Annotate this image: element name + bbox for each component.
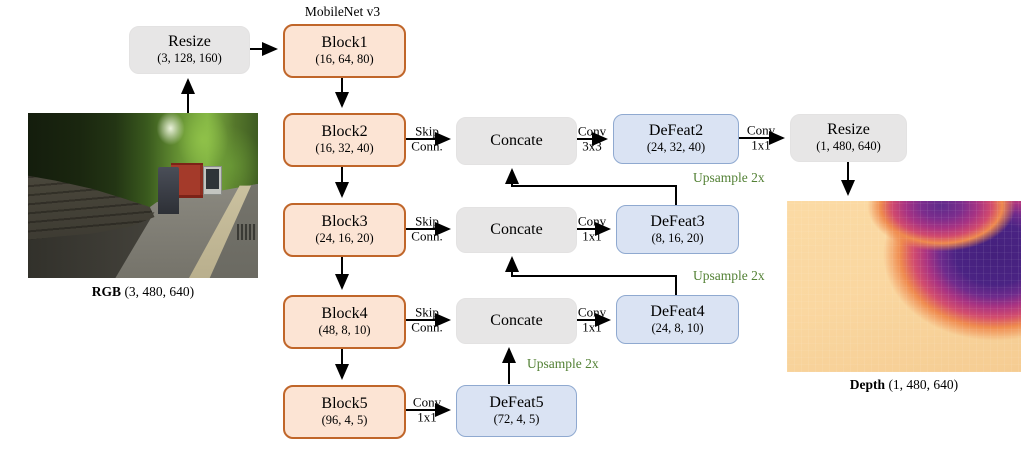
node-resize-output: Resize (1, 480, 640) xyxy=(790,114,907,162)
depth-output-image xyxy=(787,201,1021,372)
edge-label-line: 1x1 xyxy=(751,138,771,153)
edge-label-line: Skip xyxy=(415,304,439,320)
edge-label-skip4: Skip Conn. xyxy=(411,305,442,336)
node-defeat2: DeFeat2 (24, 32, 40) xyxy=(613,114,739,164)
edge-label-line: 1x1 xyxy=(417,410,437,425)
node-block1: Block1 (16, 64, 80) xyxy=(283,24,406,78)
edge-label-line: 3x3 xyxy=(582,139,602,154)
edge-label-skip2: Skip Conn. xyxy=(411,124,442,155)
depth-label-dims: (1, 480, 640) xyxy=(885,377,959,392)
rgb-image-label: RGB (3, 480, 640) xyxy=(28,284,258,300)
depth-label-bold: Depth xyxy=(849,377,886,392)
node-title: DeFeat4 xyxy=(650,302,705,320)
node-dims: (16, 32, 40) xyxy=(315,141,374,156)
node-defeat3: DeFeat3 (8, 16, 20) xyxy=(616,205,739,254)
edge-label-line: 1x1 xyxy=(582,229,602,244)
node-dims: (72, 4, 5) xyxy=(493,412,540,427)
node-title: Block3 xyxy=(321,213,368,231)
edge-label-line: 1x1 xyxy=(582,320,602,335)
rgb-label-bold: RGB xyxy=(91,284,122,299)
node-title: Concate xyxy=(490,221,543,239)
node-title: Block1 xyxy=(321,34,368,52)
edge-label-line: Conv xyxy=(577,123,607,139)
photo-drain-grate xyxy=(237,223,256,241)
edge-label-line: Skip xyxy=(415,213,439,229)
arrow-defeat4-upsample-concate3 xyxy=(505,256,677,295)
node-title: Block2 xyxy=(321,123,368,141)
node-dims: (24, 32, 40) xyxy=(646,140,706,155)
upsample-label-4: Upsample 2x xyxy=(527,356,599,371)
node-title: Resize xyxy=(827,121,870,139)
node-dims: (96, 4, 5) xyxy=(321,413,368,428)
node-concate2: Concate xyxy=(456,117,577,165)
upsample-label-2: Upsample 2x xyxy=(693,170,765,185)
mobilenet-annotation: MobileNet v3 xyxy=(304,4,381,19)
photo-trash-bin xyxy=(157,167,179,214)
node-title: DeFeat3 xyxy=(650,212,705,230)
node-block4: Block4 (48, 8, 10) xyxy=(283,295,406,349)
node-concate3: Concate xyxy=(456,207,577,253)
edge-label-conv-concate4: Conv 1x1 xyxy=(578,305,606,336)
edge-label-conv-concate2: Conv 3x3 xyxy=(578,124,606,155)
edge-label-line: Conv xyxy=(577,304,607,320)
edge-label-line: Conv xyxy=(746,122,776,138)
node-block2: Block2 (16, 32, 40) xyxy=(283,113,406,167)
arrow-defeat3-upsample-concate2 xyxy=(505,168,677,205)
node-dims: (3, 128, 160) xyxy=(157,51,222,66)
node-defeat5: DeFeat5 (72, 4, 5) xyxy=(456,385,577,437)
node-defeat4: DeFeat4 (24, 8, 10) xyxy=(616,295,739,344)
edge-label-line: Conv xyxy=(412,394,442,410)
upsample-label-3: Upsample 2x xyxy=(693,268,765,283)
edge-label-conv-block5: Conv 1x1 xyxy=(413,395,441,426)
edge-label-line: Conn. xyxy=(411,229,443,244)
edge-label-line: Conn. xyxy=(411,320,443,335)
node-dims: (24, 16, 20) xyxy=(315,231,374,246)
node-title: Concate xyxy=(490,312,543,330)
node-title: DeFeat2 xyxy=(648,122,704,140)
depth-image-label: Depth (1, 480, 640) xyxy=(787,377,1021,393)
node-dims: (1, 480, 640) xyxy=(816,139,881,154)
photo-trailer-window xyxy=(206,169,219,189)
node-block3: Block3 (24, 16, 20) xyxy=(283,203,406,257)
edge-label-conv-defeat2: Conv 1x1 xyxy=(747,123,775,154)
node-block5: Block5 (96, 4, 5) xyxy=(283,385,406,439)
node-title: Concate xyxy=(490,132,543,150)
node-title: Resize xyxy=(168,33,211,51)
node-dims: (16, 64, 80) xyxy=(315,52,374,67)
edge-label-skip3: Skip Conn. xyxy=(411,214,442,245)
node-concate4: Concate xyxy=(456,298,577,344)
node-resize-input: Resize (3, 128, 160) xyxy=(129,26,250,74)
node-title: Block4 xyxy=(321,305,368,323)
edge-label-conv-concate3: Conv 1x1 xyxy=(578,214,606,245)
edge-label-line: Conv xyxy=(577,213,607,229)
edge-label-line: Skip xyxy=(415,123,439,139)
node-dims: (8, 16, 20) xyxy=(651,230,704,245)
node-dims: (24, 8, 10) xyxy=(651,320,704,335)
rgb-label-dims: (3, 480, 640) xyxy=(121,284,195,299)
node-title: DeFeat5 xyxy=(489,394,544,412)
edge-label-line: Conn. xyxy=(411,139,443,154)
node-dims: (48, 8, 10) xyxy=(318,323,371,338)
rgb-input-image xyxy=(28,113,258,278)
node-title: Block5 xyxy=(321,395,368,413)
